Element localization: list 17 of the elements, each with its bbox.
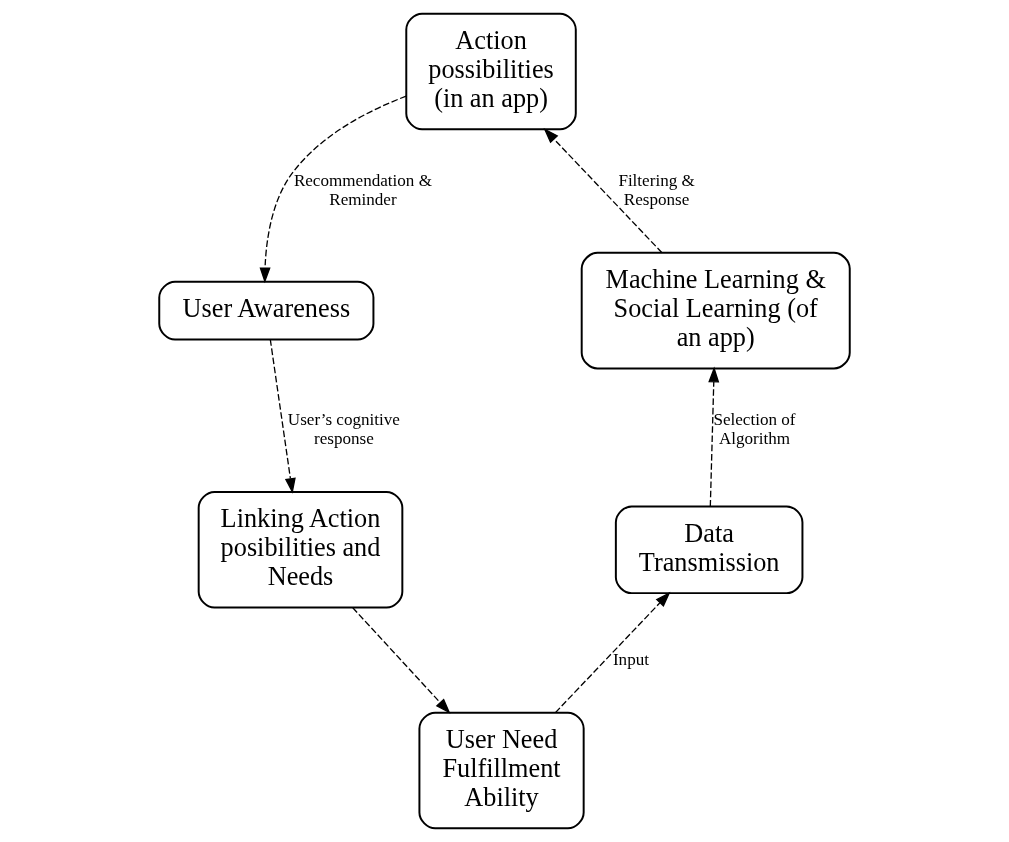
edge-label: Input	[612, 649, 649, 669]
edge-label: Recommendation & Reminder	[293, 171, 432, 209]
arrow	[259, 95, 407, 284]
edge-label: User’s cognitive response	[287, 410, 400, 448]
arrow	[352, 607, 451, 714]
node-box: Linking Action posibilities and Needs	[197, 490, 404, 609]
edge-label: Selection of Algorithm	[713, 410, 796, 448]
arrow	[269, 338, 296, 494]
arrow	[543, 128, 663, 254]
node-box: Machine Learning & Social Learning (of an app)	[580, 251, 851, 370]
node-box: Action possibilities (in an app)	[405, 12, 577, 131]
arrow	[708, 366, 720, 507]
node-box: User Need Fulfillment Ability	[418, 711, 585, 830]
arrow	[554, 591, 671, 714]
node-box: Data Transmission	[614, 505, 804, 595]
node-box: User Awareness	[158, 280, 375, 341]
edge-label: Filtering & Response	[618, 171, 695, 209]
